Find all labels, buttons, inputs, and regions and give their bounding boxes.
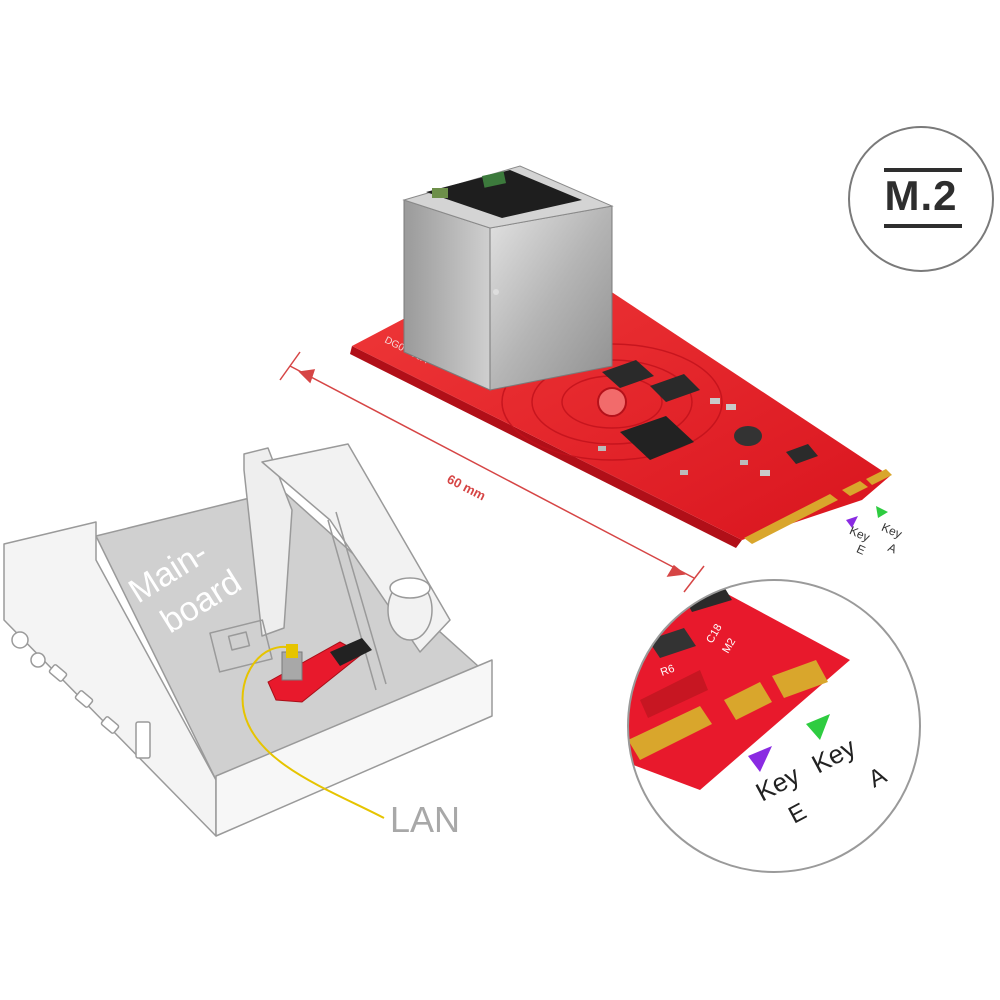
gold-fingers: [744, 469, 892, 544]
enclosure-front-wall: [215, 659, 493, 837]
zoom-detail: C18 M2 R6 Key E Key A: [627, 579, 921, 873]
key-a-marker-small: [876, 506, 888, 518]
dimension-line: [279, 351, 705, 593]
m2-badge-underline: [884, 224, 962, 228]
enclosure-left-holes: [11, 631, 151, 759]
lan-label: LAN: [390, 799, 460, 840]
dimension-label: 60 mm: [445, 471, 489, 503]
enclosure: [3, 443, 493, 837]
mini-m2-card: [267, 638, 372, 703]
m2-badge-text: M.2: [884, 172, 958, 219]
lan-cable: [241, 645, 385, 819]
key-e-letter-small: E: [854, 542, 867, 558]
m2-badge: M.2: [848, 126, 994, 272]
rj45-port-opening: [426, 170, 582, 218]
key-e-marker-small: [846, 516, 858, 528]
key-a-marker: [806, 714, 830, 740]
key-a-label-small: Key: [879, 520, 904, 541]
key-a-letter-small: A: [886, 540, 899, 556]
enclosure-back-wall: [243, 447, 293, 637]
key-e-marker: [748, 746, 772, 772]
rj45-jack: [402, 165, 614, 391]
m2-card: DG07-00A: [350, 165, 892, 548]
mounting-pad: [597, 387, 627, 417]
key-markers-small: Key E Key A: [846, 506, 904, 558]
pcb-components: [598, 360, 818, 476]
zoom-silkscreen-r6: R6: [659, 663, 676, 679]
mainboard-chip-outline: [209, 619, 273, 673]
m2-badge-overline: [884, 168, 962, 172]
